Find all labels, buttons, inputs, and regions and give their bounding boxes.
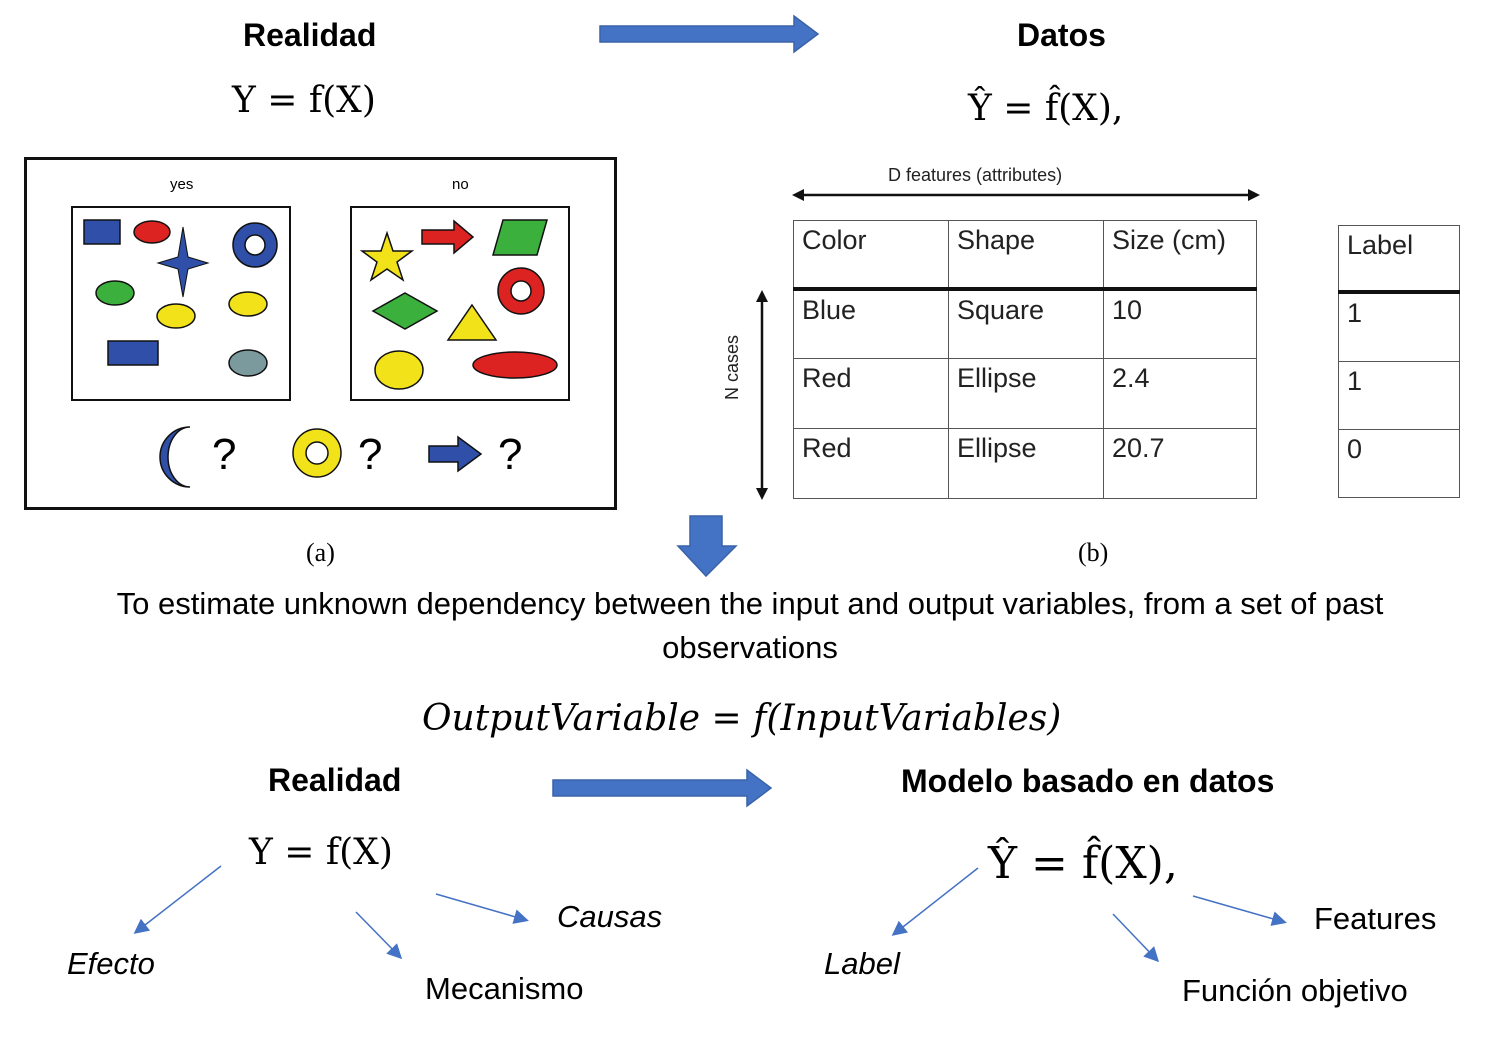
top-right-heading: Datos [1017,17,1106,53]
effect-label: Efecto [67,946,155,981]
moon-shape [159,426,191,488]
table-cell: Red [793,428,949,499]
general-formula: OutputVariable = f(InputVariables) [422,698,1062,739]
formula-text: Ŷ = f̂(X), [988,838,1178,889]
table-cell: 10 [1103,288,1257,359]
description-text: To estimate unknown dependency between t… [116,586,1384,665]
table-cell: Blue [793,288,949,359]
effect-arrow [133,865,222,934]
question-mark-1: ? [212,430,237,479]
cases-label: N cases [722,334,742,400]
arrow-shape [428,435,483,473]
column-header: Size (cm) [1103,220,1257,291]
table-cell: Ellipse [948,358,1104,429]
feature-header-row: Color Shape Size (cm) [793,220,1257,291]
bottom-right-formula: Ŷ = f̂(X), [988,838,1178,889]
column-header: Shape [948,220,1104,291]
features-label: D features (attributes) [888,165,1063,185]
table-row: Red Ellipse 2.4 [793,358,1257,429]
cases-double-arrow [756,290,768,500]
causes-label: Causas [557,899,663,934]
top-right-formula: Ŷ = f̂(X), [968,88,1123,129]
features-double-arrow [792,189,1260,201]
table-cell: Ellipse [948,428,1104,499]
label-header: Label [1338,225,1460,294]
label-cell: 1 [1338,361,1460,430]
label-cell: 1 [1338,291,1460,362]
label-cell: 0 [1338,429,1460,498]
panel-yes-shapes [71,206,291,401]
mechanism-label: Mecanismo [425,971,584,1006]
label-arrow [891,867,979,936]
top-right-arrow [599,14,820,54]
question-mark-3: ? [498,430,523,479]
table-row: 1 [1338,291,1460,362]
bottom-arrow [552,768,773,808]
table-row: 1 [1338,361,1460,430]
caption-a: (a) [306,538,335,567]
column-header: Color [793,220,949,291]
top-left-heading: Realidad [243,17,377,53]
connector-arrows [133,865,1287,963]
bottom-left-formula: Y = f(X) [249,832,393,873]
question-mark-2: ? [358,430,383,479]
top-left-formula: Y = f(X) [232,80,376,121]
formula-text: Y = f(X) [249,832,393,873]
panel-no-label: no [452,176,469,193]
down-arrow [676,515,738,578]
features-term: Features [1314,901,1437,936]
table-row: Blue Square 10 [793,288,1257,359]
objective-arrow [1112,913,1160,963]
table-cell: 20.7 [1103,428,1257,499]
label-term: Label [824,946,900,981]
panel-no-shapes [350,206,570,401]
table-cell: 2.4 [1103,358,1257,429]
feature-table: Color Shape Size (cm) Blue Square 10 Red… [793,220,1257,499]
table-cell: Square [948,288,1104,359]
figure-a-frame [24,157,617,510]
bottom-left-heading: Realidad [268,762,402,798]
formula-text: Y = f(X) [232,80,376,121]
table-cell: Red [793,358,949,429]
table-row: 0 [1338,429,1460,498]
ring-shape [292,428,342,478]
features-arrow [1192,895,1287,926]
label-header-row: Label [1338,225,1460,294]
caption-b: (b) [1078,538,1109,567]
causes-arrow [435,893,529,924]
table-row: Red Ellipse 20.7 [793,428,1257,499]
panel-yes-label: yes [170,176,194,193]
objective-label: Función objetivo [1182,973,1408,1008]
bottom-right-heading: Modelo basado en datos [901,763,1275,799]
formula-text: Ŷ = f̂(X), [968,88,1124,129]
mechanism-arrow [355,911,403,960]
label-table: Label 1 1 0 [1338,225,1460,498]
